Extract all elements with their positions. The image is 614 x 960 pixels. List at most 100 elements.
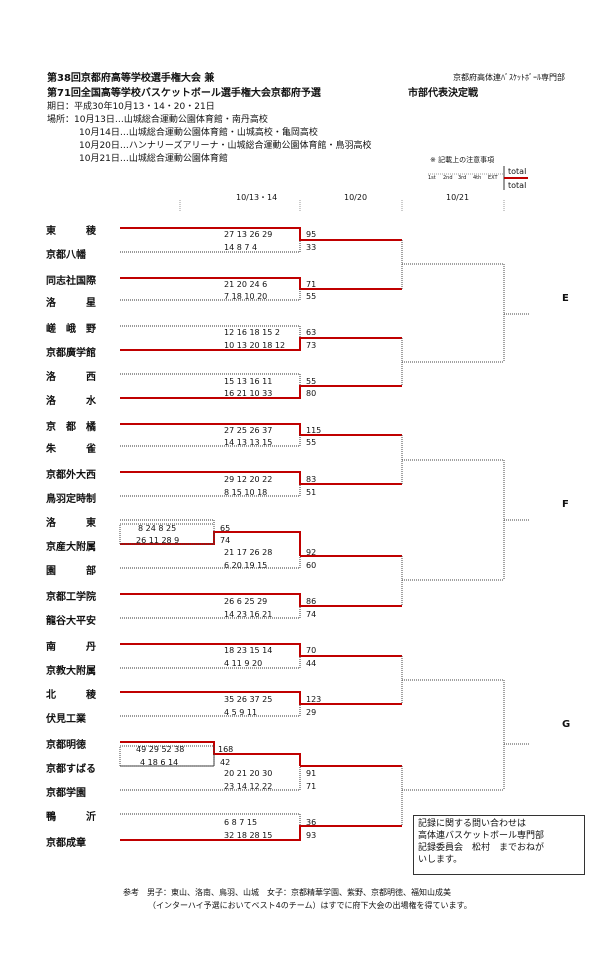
contact-line2: 高体連バスケットボール専門部 bbox=[418, 831, 545, 841]
score-total: 73 bbox=[306, 341, 317, 350]
team-22: 京都明徳 bbox=[46, 740, 86, 751]
score-total: 55 bbox=[306, 377, 317, 386]
score-total: 51 bbox=[306, 488, 317, 497]
score-total: 60 bbox=[306, 561, 317, 570]
date-round2: 10/20 bbox=[344, 193, 368, 202]
team-5: 嵯 峨 野 bbox=[46, 324, 96, 335]
score-q: 27 13 26 29 bbox=[224, 230, 273, 239]
score-q: 18 23 15 14 bbox=[224, 646, 273, 655]
team-16: 京都工学院 bbox=[46, 592, 96, 603]
score-total: 93 bbox=[306, 831, 317, 840]
score-q: 4 5 9 11 bbox=[224, 708, 258, 717]
score-q: 27 25 26 37 bbox=[224, 426, 273, 435]
score-total: 70 bbox=[306, 646, 317, 655]
team-9: 京 都 橘 bbox=[46, 422, 96, 433]
score-q: 8 24 8 25 bbox=[138, 524, 177, 533]
score-total: 55 bbox=[306, 292, 317, 301]
score-total: 65 bbox=[220, 524, 231, 533]
contact-line4: いします。 bbox=[418, 855, 463, 865]
score-q: 26 11 28 9 bbox=[136, 536, 180, 545]
score-q: 14 13 13 15 bbox=[224, 438, 273, 447]
score-total: 115 bbox=[306, 426, 322, 435]
block-f-label: F bbox=[562, 499, 569, 510]
score-total: 71 bbox=[306, 280, 317, 289]
footer-note-line1: 参考 男子：東山、洛南、鳥羽、山城 女子：京都精華学園、紫野、京都明徳、福知山成… bbox=[123, 888, 451, 897]
legend-q1: 1st bbox=[428, 175, 436, 181]
score-q: 8 15 10 18 bbox=[224, 488, 268, 497]
score-total: 36 bbox=[306, 818, 317, 827]
score-q: 7 18 10 20 bbox=[224, 292, 268, 301]
score-total: 74 bbox=[306, 610, 317, 619]
score-q: 4 18 6 14 bbox=[140, 758, 179, 767]
score-q: 4 11 9 20 bbox=[224, 659, 263, 668]
team-17: 龍谷大平安 bbox=[46, 616, 96, 627]
score-total: 168 bbox=[218, 745, 234, 754]
score-q: 15 13 16 11 bbox=[224, 377, 273, 386]
footer-note-line2: （インターハイ予選においてベスト4のチーム）はすでに府下大会の出場権を得ています… bbox=[148, 901, 472, 910]
score-q: 23 14 12 22 bbox=[224, 782, 273, 791]
team-23: 京都すばる bbox=[46, 764, 96, 775]
period: 期日：平成30年10月13・14・20・21日 bbox=[47, 102, 215, 112]
score-q: 35 26 37 25 bbox=[224, 695, 273, 704]
legend-total-top: total bbox=[508, 167, 527, 176]
score-total: 29 bbox=[306, 708, 317, 717]
legend-ext: EXT bbox=[488, 175, 498, 181]
team-3: 同志社国際 bbox=[46, 276, 96, 287]
score-total: 63 bbox=[306, 328, 317, 337]
score-total: 83 bbox=[306, 475, 317, 484]
score-q: 6 20 19 15 bbox=[224, 561, 268, 570]
team-15: 園 部 bbox=[46, 566, 96, 577]
team-18: 南 丹 bbox=[46, 642, 96, 653]
title-line2: 第71回全国高等学校バスケットボール選手権大会京都府予選 bbox=[47, 88, 321, 99]
team-6: 京都廣学館 bbox=[46, 348, 96, 359]
score-q: 6 8 7 15 bbox=[224, 818, 258, 827]
score-q: 29 12 20 22 bbox=[224, 475, 273, 484]
block-g-label: G bbox=[562, 719, 571, 730]
score-total: 71 bbox=[306, 782, 317, 791]
team-1: 東 稜 bbox=[46, 226, 96, 237]
legend-q4: 4th bbox=[473, 175, 482, 181]
score-total: 92 bbox=[306, 548, 317, 557]
score-total: 44 bbox=[306, 659, 317, 668]
date-round3: 10/21 bbox=[446, 193, 470, 202]
organization: 京都府高体連ﾊﾞｽｹｯﾄﾎﾞｰﾙ専門部 bbox=[453, 73, 565, 82]
score-total: 86 bbox=[306, 597, 317, 606]
score-total: 91 bbox=[306, 769, 317, 778]
block-e-label: E bbox=[562, 293, 569, 304]
team-25: 鴨 沂 bbox=[46, 812, 96, 823]
legend-q2: 2nd bbox=[443, 175, 453, 181]
legend-total-bottom: total bbox=[508, 181, 527, 190]
score-total: 80 bbox=[306, 389, 317, 398]
venue-line4: 10月21日…山城総合運動公園体育館 bbox=[79, 154, 228, 164]
contact-box: 記録に関する問い合わせは 高体連バスケットボール専門部 記録委員会 松村 までお… bbox=[413, 815, 585, 875]
venue-line1: 場所：10月13日…山城総合運動公園体育館・南丹高校 bbox=[47, 115, 268, 125]
score-total: 95 bbox=[306, 230, 317, 239]
score-total: 123 bbox=[306, 695, 322, 704]
contact-line3: 記録委員会 松村 までおねが bbox=[418, 843, 545, 853]
team-8: 洛 水 bbox=[46, 396, 96, 407]
team-11: 京都外大西 bbox=[46, 470, 96, 481]
team-24: 京都学園 bbox=[46, 788, 86, 799]
score-q: 21 20 24 6 bbox=[224, 280, 268, 289]
venue-line2: 10月14日…山城総合運動公園体育館・山城高校・亀岡高校 bbox=[79, 128, 318, 138]
subtitle: 市部代表決定戦 bbox=[408, 88, 478, 99]
team-2: 京都八幡 bbox=[46, 250, 86, 261]
legend-title: ※ 記載上の注意事項 bbox=[430, 156, 495, 164]
team-26: 京都成章 bbox=[46, 838, 86, 849]
venue-line3: 10月20日…ハンナリーズアリーナ・山城総合運動公園体育館・鳥羽高校 bbox=[79, 141, 372, 151]
team-19: 京教大附属 bbox=[46, 666, 96, 677]
team-12: 鳥羽定時制 bbox=[46, 494, 96, 505]
score-total: 42 bbox=[220, 758, 231, 767]
team-20: 北 稜 bbox=[46, 690, 96, 701]
score-q: 16 21 10 33 bbox=[224, 389, 273, 398]
contact-line1: 記録に関する問い合わせは bbox=[418, 819, 527, 829]
score-total: 33 bbox=[306, 243, 317, 252]
score-q: 21 17 26 28 bbox=[224, 548, 273, 557]
score-total: 74 bbox=[220, 536, 231, 545]
title-line1: 第38回京都府高等学校選手権大会 兼 bbox=[47, 73, 215, 84]
score-total: 55 bbox=[306, 438, 317, 447]
score-q: 10 13 20 18 12 bbox=[224, 341, 286, 350]
score-q: 14 23 16 21 bbox=[224, 610, 273, 619]
team-13: 洛 東 bbox=[46, 518, 96, 529]
